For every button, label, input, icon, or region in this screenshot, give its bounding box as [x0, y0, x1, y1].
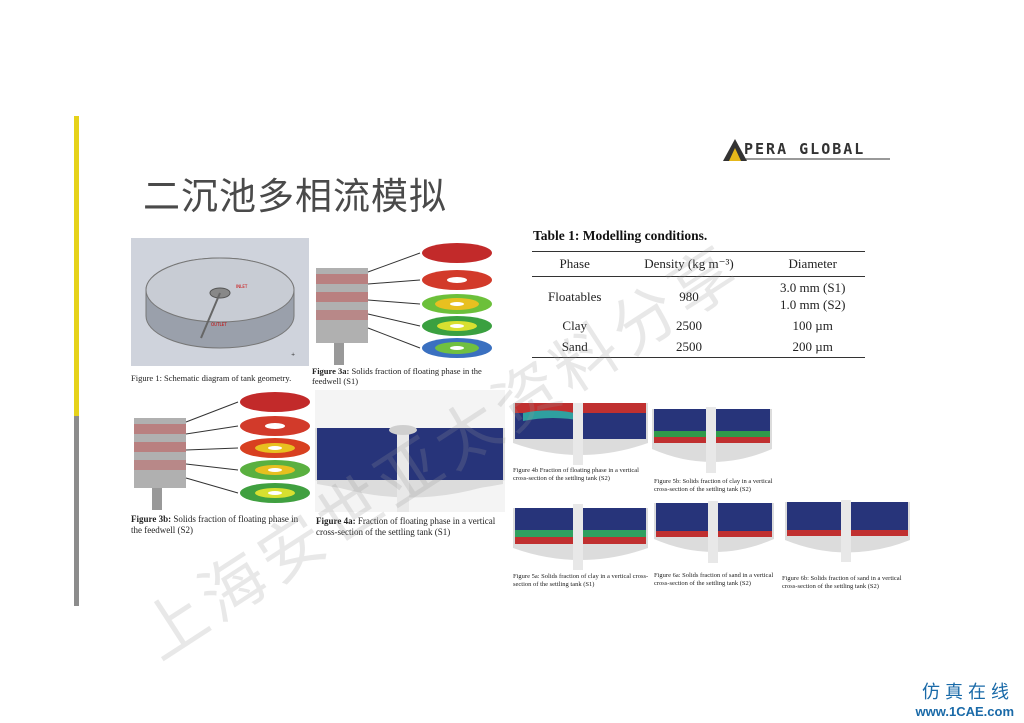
table-row: Clay 2500 100 µm [532, 315, 865, 336]
accent-bar-top [74, 116, 79, 416]
accent-bar [74, 116, 79, 606]
table-header-density: Density (kg m⁻³) [617, 251, 761, 277]
figure-3b-image [134, 392, 310, 510]
table-cell-phase: Floatables [547, 288, 602, 304]
figure-4a-text: Fraction of floating phase in a vertical… [316, 516, 496, 537]
site-mark: 仿真在线 www.1CAE.com [916, 678, 1014, 719]
table-cell-density: 2500 [617, 336, 761, 358]
figure-4b-caption: Figure 4b Fraction of floating phase in … [513, 467, 639, 482]
table-cell-density: 980 [679, 288, 699, 304]
figure-5b-caption: Figure 5b: Solids fraction of clay in a … [654, 478, 773, 493]
figure-6b-image [785, 500, 910, 562]
table-title: Table 1: Modelling conditions. [533, 228, 708, 243]
figure-3b-text: Solids fraction of floating phase in the… [131, 514, 299, 535]
diameter-s1: 3.0 mm (S1) [780, 280, 846, 295]
diameter-s2: 1.0 mm (S2) [780, 297, 846, 312]
table-cell-diameter: 200 µm [760, 336, 865, 358]
table-header-row: Phase Density (kg m⁻³) Diameter [532, 251, 865, 277]
svg-text:+: + [291, 352, 295, 358]
figure-4a-image [315, 390, 505, 512]
figure-6a-image [654, 501, 774, 563]
table-cell-diameter: 3.0 mm (S1) 1.0 mm (S2) [760, 277, 865, 316]
table-row: Floatables 980 3.0 mm (S1) 1.0 mm (S2) [532, 277, 865, 316]
accent-bar-bottom [74, 416, 79, 606]
logo-underline [744, 158, 890, 160]
figure-6b-caption: Figure 6b: Solids fraction of sand in a … [782, 575, 902, 590]
table-cell-phase: Sand [532, 336, 618, 358]
figure-5a-caption: Figure 5a: Solids fraction of clay in a … [513, 573, 649, 588]
table-cell-phase: Clay [562, 318, 587, 333]
page-title: 二沉池多相流模拟 [143, 175, 447, 218]
figure-1-image: INLET OUTLET + [131, 238, 309, 366]
figure-3a-label: Figure 3a: [312, 366, 350, 376]
figure-5b-image [652, 407, 772, 473]
svg-text:OUTLET: OUTLET [211, 322, 227, 327]
figure-6a-caption: Figure 6a: Solids fraction of sand in a … [654, 572, 774, 587]
figure-4a-label: Figure 4a: [316, 516, 356, 526]
table-header-phase: Phase [532, 251, 618, 277]
table-header-diameter: Diameter [760, 251, 865, 277]
figure-4a-caption: Figure 4a: Fraction of floating phase in… [316, 516, 506, 538]
figure-5a-image [513, 504, 648, 570]
logo-triangle-icon [723, 139, 747, 161]
table-cell-density: 2500 [675, 318, 702, 333]
figure-3a-text: Solids fraction of floating phase in the… [312, 366, 482, 386]
pera-global-logo: PERA GLOBAL [722, 135, 892, 165]
site-name: 仿真在线 [922, 682, 1014, 703]
figure-3b-label: Figure 3b: [131, 514, 172, 524]
figure-3b-caption: Figure 3b: Solids fraction of floating p… [131, 514, 311, 536]
figure-3a-caption: Figure 3a: Solids fraction of floating p… [312, 366, 492, 386]
site-url: www.1CAE.com [915, 704, 1014, 719]
figure-3a-image [316, 243, 492, 365]
svg-text:INLET: INLET [236, 284, 248, 289]
table-cell-diameter: 100 µm [792, 318, 833, 333]
figure-1-caption: Figure 1: Schematic diagram of tank geom… [131, 373, 292, 383]
modelling-conditions-table: Phase Density (kg m⁻³) Diameter Floatabl… [532, 251, 865, 358]
logo-text: PERA GLOBAL [744, 140, 866, 158]
table-row: Sand 2500 200 µm [532, 336, 865, 358]
figure-4b-image [513, 403, 648, 465]
